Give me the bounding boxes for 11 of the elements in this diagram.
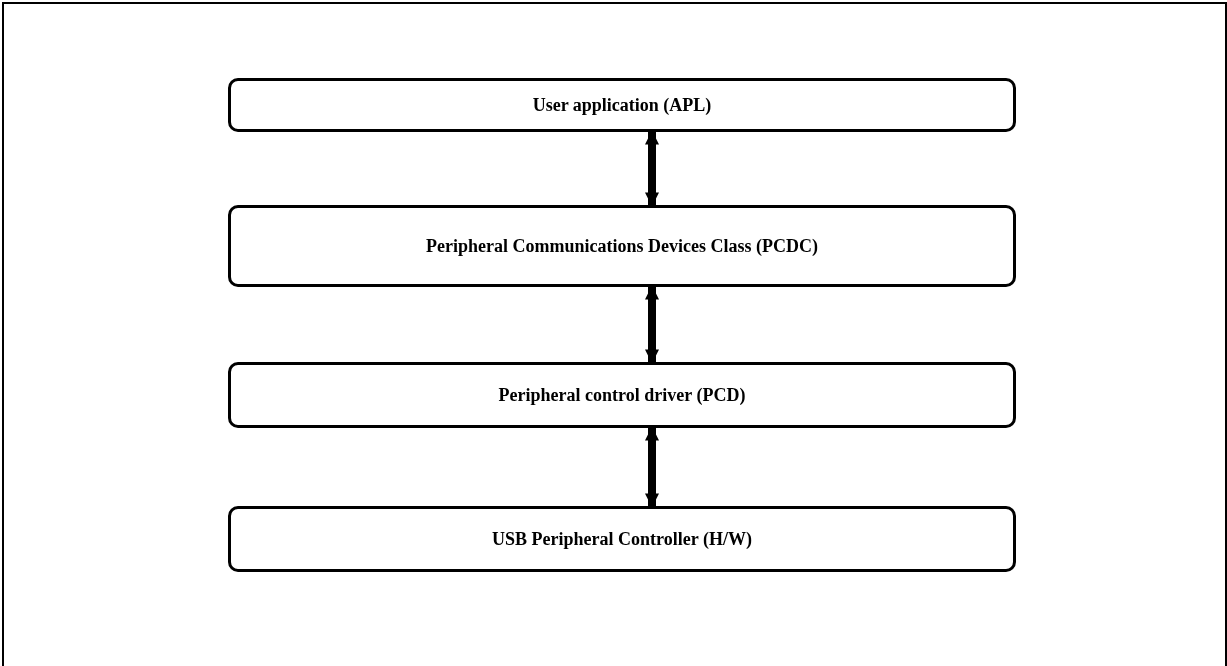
double-arrow [645, 130, 659, 207]
layer-label: Peripheral control driver (PCD) [498, 384, 746, 406]
layer-box [228, 205, 1016, 287]
layer-label: Peripheral Communications Devices Class (PCDC) [426, 235, 818, 257]
layer-label: USB Peripheral Controller (H/W) [492, 528, 752, 550]
double-arrow [645, 285, 659, 364]
double-arrow [645, 426, 659, 508]
layer-box [228, 506, 1016, 572]
layer-box [228, 78, 1016, 132]
layer-box [228, 362, 1016, 428]
layer-label: User application (APL) [532, 94, 712, 116]
